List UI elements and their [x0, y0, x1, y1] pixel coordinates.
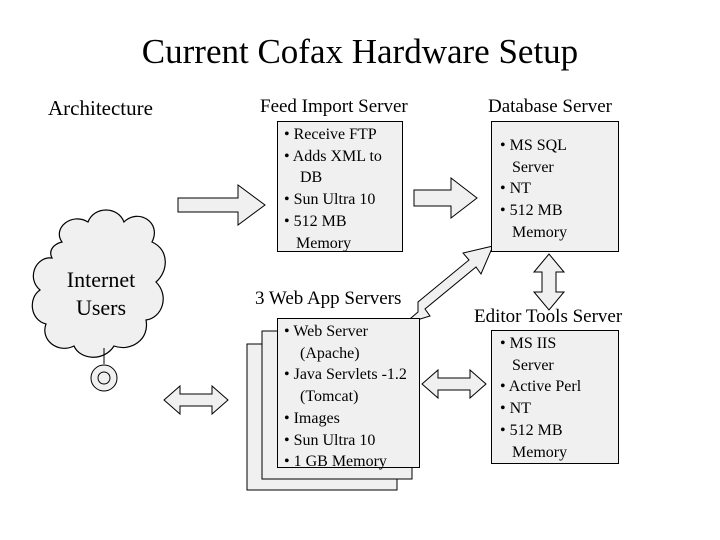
list-item: Memory: [284, 234, 352, 252]
list-item: DB: [284, 169, 323, 187]
internet-users-label: Internet Users: [50, 266, 152, 322]
editor-tools-server-box: • MS IIS Server • Active Perl • NT • 512…: [491, 330, 619, 464]
database-server-label: Database Server: [488, 96, 612, 117]
list-item: • NT: [500, 400, 531, 418]
list-item: (Tomcat): [284, 388, 359, 406]
list-item: • MS IIS: [500, 335, 557, 352]
database-server-box: • MS SQL Server • NT • 512 MB Memory: [491, 121, 619, 252]
arrow-vertical-db-editor: [532, 253, 566, 311]
arrow-right-database: [413, 176, 478, 220]
list-item: • Images: [284, 409, 340, 427]
list-item: (Apache): [284, 344, 360, 362]
list-item: • Adds XML to: [284, 147, 382, 165]
editor-tools-server-label: Editor Tools Server: [474, 306, 623, 327]
feed-import-server-list: • Receive FTP • Adds XML to DB • Sun Ult…: [284, 124, 402, 254]
architecture-label: Architecture: [48, 96, 153, 120]
arrow-horizontal-web-editor: [421, 368, 487, 400]
internet-cloud-icon: [31, 209, 166, 392]
list-item: • Active Perl: [500, 378, 582, 396]
list-item: • 512 MB: [500, 202, 563, 220]
internet-users-line1: Internet: [66, 267, 136, 292]
arrow-horizontal-internet-web: [163, 384, 229, 416]
web-app-server-list: • Web Server (Apache) • Java Servlets -1…: [284, 321, 419, 473]
database-server-list: • MS SQL Server • NT • 512 MB Memory: [500, 135, 618, 244]
web-app-server-box: • Web Server (Apache) • Java Servlets -1…: [277, 318, 420, 470]
list-item: • Receive FTP: [284, 126, 377, 143]
list-item: • Java Servlets -1.2: [284, 366, 407, 384]
web-app-servers-label: 3 Web App Servers: [255, 288, 402, 309]
list-item: • NT: [500, 180, 531, 198]
list-item: • 1 GB Memory: [284, 453, 387, 471]
feed-import-server-label: Feed Import Server: [260, 96, 408, 117]
list-item: • Web Server: [284, 323, 368, 340]
internet-users-line2: Users: [75, 295, 127, 320]
list-item: • 512 MB: [500, 421, 563, 439]
arrow-diagonal-web-db: [403, 245, 494, 325]
feed-import-server-box: • Receive FTP • Adds XML to DB • Sun Ult…: [277, 121, 403, 252]
list-item: Memory: [500, 443, 568, 461]
list-item: • Sun Ultra 10: [284, 191, 376, 209]
editor-tools-server-list: • MS IIS Server • Active Perl • NT • 512…: [500, 333, 618, 463]
page-title: Current Cofax Hardware Setup: [141, 32, 579, 71]
list-item: Server: [500, 356, 554, 374]
list-item: Memory: [500, 223, 568, 241]
list-item: • 512 MB: [284, 212, 347, 230]
list-item: • MS SQL: [500, 137, 567, 154]
arrow-right-feed-import: [177, 184, 266, 226]
list-item: • Sun Ultra 10: [284, 431, 376, 449]
list-item: Server: [500, 158, 554, 176]
